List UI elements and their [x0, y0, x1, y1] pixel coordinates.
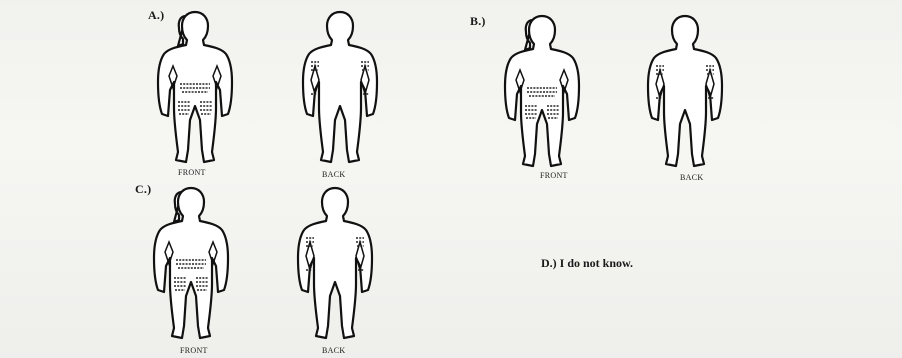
option-c-back-figure: [280, 186, 390, 346]
option-b-front-caption: FRONT: [540, 171, 568, 180]
option-d-answer[interactable]: D.) I do not know.: [541, 256, 633, 271]
option-b-label[interactable]: B.): [470, 14, 486, 29]
option-a-front-caption: FRONT: [178, 168, 206, 177]
option-a-front-figure: [140, 10, 250, 170]
option-b-back-caption: BACK: [680, 173, 703, 182]
option-b-front-figure: [487, 14, 597, 174]
option-b-back-figure: [630, 14, 740, 174]
option-c-front-caption: FRONT: [180, 346, 208, 355]
option-c-front-figure: [136, 186, 246, 346]
option-a-back-figure: [285, 10, 395, 170]
option-a-back-caption: BACK: [322, 170, 345, 179]
option-c-back-caption: BACK: [322, 346, 345, 355]
